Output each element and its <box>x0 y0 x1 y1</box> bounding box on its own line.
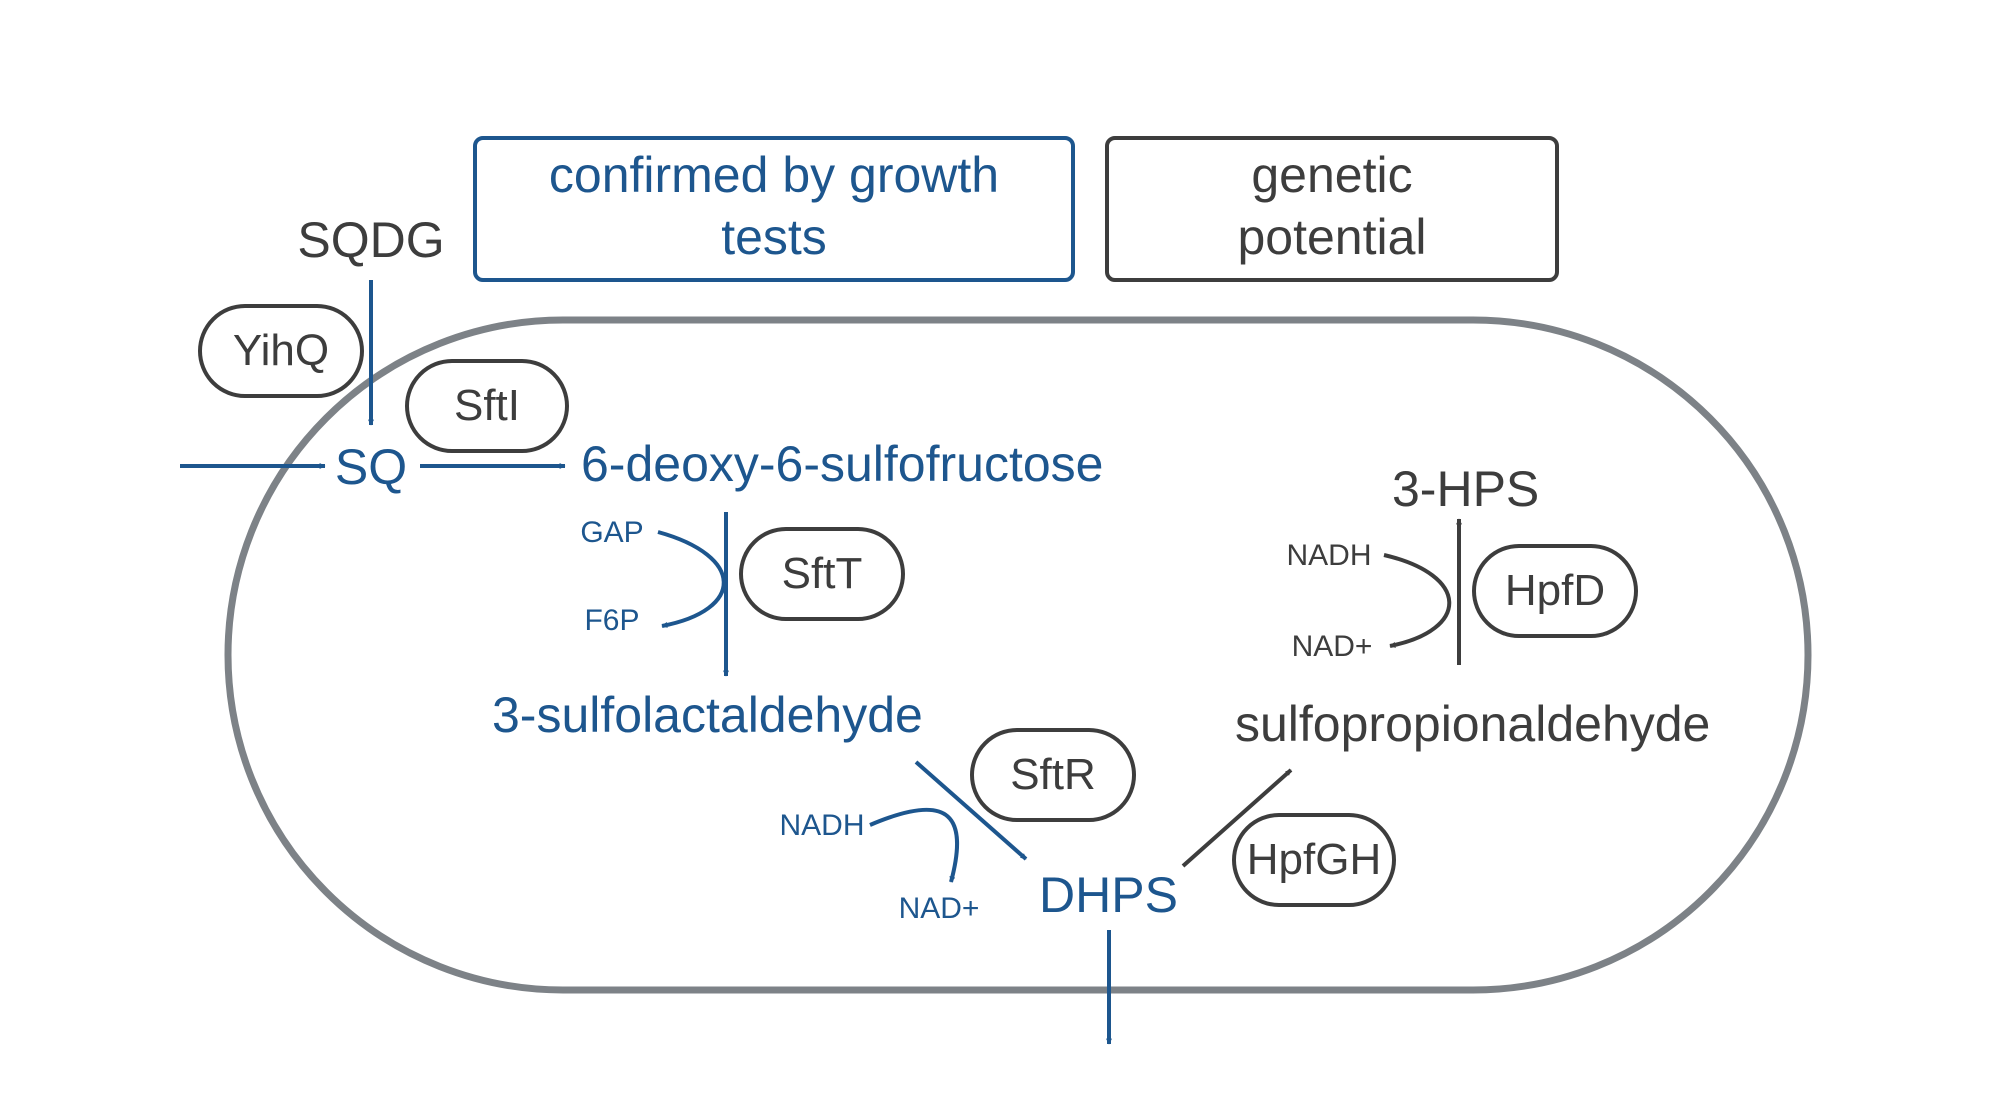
metabolite-sulfopropionaldehyde: sulfopropionaldehyde <box>1235 696 1710 752</box>
cofactor-sftr-nadh: NADH <box>779 809 864 842</box>
metabolite-sq: SQ <box>335 439 407 495</box>
enzyme-hpfd-label: HpfD <box>1505 566 1605 615</box>
legend-confirmed-line1: confirmed by growth <box>549 147 999 203</box>
cofactor-hpfd-nadh: NADH <box>1286 539 1371 572</box>
arrow-sftr-nadh-to-nad <box>869 807 960 883</box>
cell-membrane <box>224 316 1812 994</box>
cofactor-f6p: F6P <box>584 604 639 637</box>
arrow-dhps-to-spa <box>1181 768 1293 868</box>
legend-confirmed-box <box>473 136 1075 282</box>
enzyme-sftt: SftT <box>739 527 905 621</box>
enzyme-yihq-label: YihQ <box>233 326 329 375</box>
legend-confirmed: confirmed by growth tests <box>473 136 1075 282</box>
enzyme-sftt-label: SftT <box>782 549 863 598</box>
metabolite-sqdg: SQDG <box>297 212 444 268</box>
enzyme-yihq: YihQ <box>198 304 364 398</box>
legend-genetic-box <box>1105 136 1559 282</box>
enzyme-sftr: SftR <box>970 728 1136 822</box>
legend-confirmed-line2: tests <box>721 209 827 265</box>
metabolite-3-sulfolactaldehyde: 3-sulfolactaldehyde <box>492 687 923 743</box>
arrow-hpfd-nadh-to-nad <box>1383 553 1452 648</box>
legend-genetic: genetic potential <box>1105 136 1559 282</box>
metabolite-6-deoxy-6-sulfofructose: 6-deoxy-6-sulfofructose <box>581 436 1103 492</box>
cofactor-gap: GAP <box>580 516 643 549</box>
enzyme-sfti: SftI <box>405 359 569 453</box>
arrow-sla-to-dhps <box>914 760 1028 861</box>
arrow-gap-to-f6p <box>657 530 726 628</box>
legend-genetic-line1: genetic <box>1251 147 1412 203</box>
enzyme-hpfd: HpfD <box>1472 544 1638 638</box>
enzyme-hpfgh: HpfGH <box>1232 813 1396 907</box>
enzyme-hpfgh-label: HpfGH <box>1247 835 1381 884</box>
enzyme-sftr-label: SftR <box>1010 750 1096 799</box>
enzyme-sfti-label: SftI <box>454 381 520 430</box>
metabolite-dhps: DHPS <box>1039 867 1178 923</box>
metabolite-3-hps: 3-HPS <box>1392 461 1539 517</box>
legend-genetic-line2: potential <box>1237 209 1426 265</box>
cofactor-sftr-nad: NAD+ <box>899 892 980 925</box>
cofactor-hpfd-nad: NAD+ <box>1292 630 1373 663</box>
